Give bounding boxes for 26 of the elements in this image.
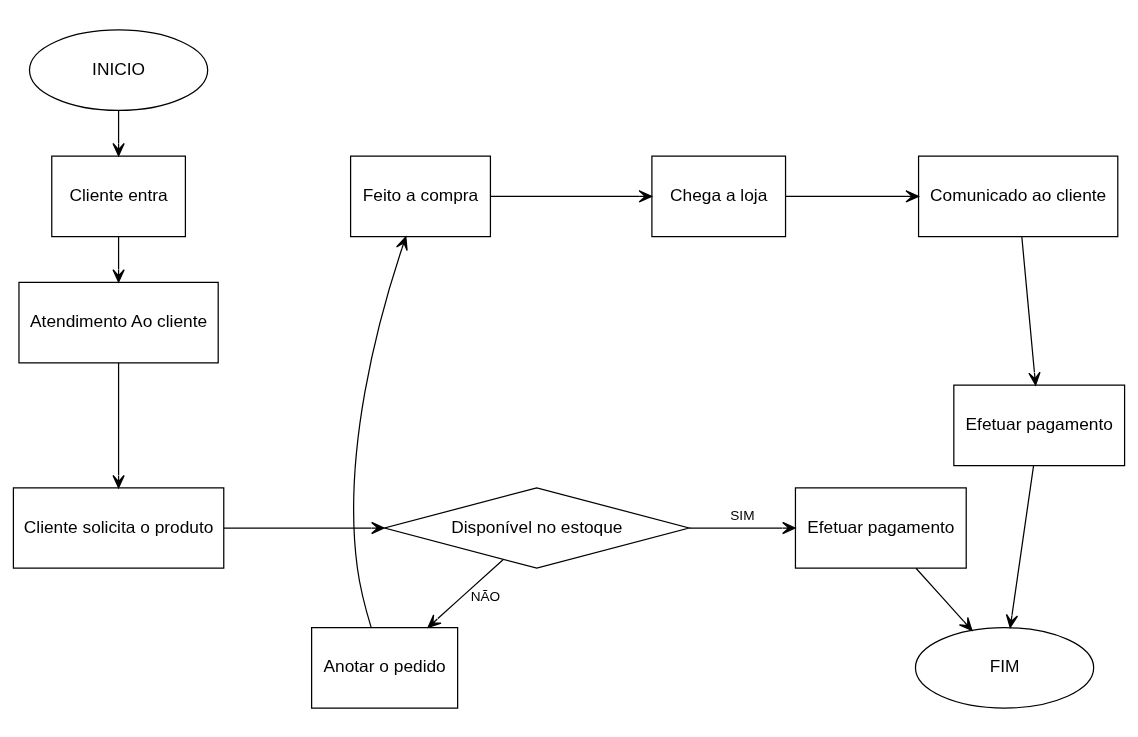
arrow (1005, 464, 1035, 628)
node-box: Cliente entra (51, 155, 186, 237)
node-diamond: Disponível no estoque (382, 486, 692, 569)
node-ellipse: INICIO (28, 28, 209, 111)
arrow (915, 567, 973, 631)
node-box: Efetuar pagamento (953, 383, 1126, 466)
arrow (112, 235, 125, 283)
node-box: Cliente solicita o produto (12, 486, 225, 569)
node-ellipse: FIM (914, 626, 1095, 709)
arrow (353, 235, 408, 628)
arrow (112, 361, 125, 488)
node-box: Anotar o pedido (311, 626, 459, 709)
arrow (427, 558, 504, 628)
node-box: Atendimento Ao cliente (18, 281, 219, 363)
edge-label: SIM (730, 507, 755, 523)
arrow (785, 189, 920, 203)
node-box: Comunicado ao cliente (917, 155, 1119, 237)
arrow (688, 521, 796, 534)
node-box: Chega a loja (651, 155, 787, 237)
arrow (112, 109, 125, 156)
node-box: Efetuar pagamento (794, 486, 967, 569)
edge-label: NÃO (470, 588, 501, 604)
node-box: Feito a compra (350, 155, 492, 237)
arrow (223, 521, 385, 534)
arrow (1021, 235, 1041, 386)
arrow (490, 189, 653, 203)
